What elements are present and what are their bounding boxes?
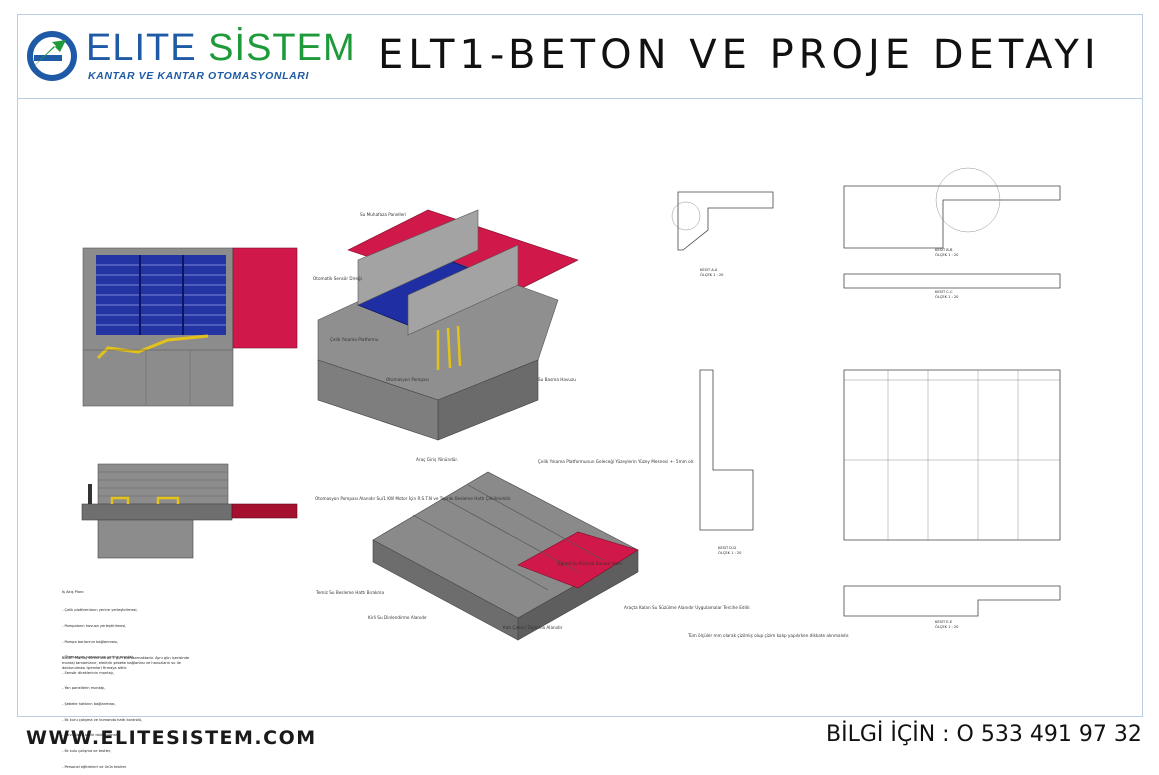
section-label-b: KESIT B-B ÖLÇEK 1 : 20 — [935, 248, 959, 258]
contact-phone: BİLGİ İÇİN : O 533 491 97 32 — [826, 722, 1142, 747]
logo-wordmark: ELITE SİSTEM — [86, 28, 356, 68]
section-label-c: KESIT C-C ÖLÇEK 1 : 20 — [935, 290, 959, 300]
plan-view-top — [82, 247, 298, 407]
isometric-view-bottom — [372, 471, 639, 641]
workflow-footnote: BİLGE: Montaj süresi olarak 1 gün planla… — [62, 656, 190, 671]
drawing-frame — [17, 14, 1143, 717]
logo-e-icon — [27, 31, 77, 81]
callout-sensor: Otomatik Sensör Direği — [313, 276, 362, 281]
callout-panels: Su Muhafaza Panelleri — [360, 212, 406, 217]
callout-drain: Kirli Su Dinlendirme Alanıdır — [368, 615, 427, 620]
callout-surface: Çelik Yıkama Platformunun Geleceği Yüzey… — [538, 459, 694, 464]
side-elevation — [81, 463, 298, 559]
callout-entry: Araç Giriş Yönündür. — [416, 457, 458, 462]
company-logo: ELITE SİSTEM KANTAR VE KANTAR OTOMASYONL… — [24, 28, 355, 84]
workflow-step: - Çelik platformların yerine yerleştiril… — [62, 608, 138, 613]
workflow-step: - Pompa borlarının bağlanması, — [62, 639, 119, 644]
page-title: ELT1-BETON VE PROJE DETAYI — [378, 32, 1101, 78]
workflow-heading: İş Akış Planı: — [62, 590, 85, 594]
section-label-e: KESIT E-E ÖLÇEK 1 : 20 — [935, 620, 959, 630]
workflow-list: - Çelik platformların yerine yerleştiril… — [62, 598, 142, 775]
workflow-step: - Personel eğitimleri ve ürün teslimi — [62, 764, 127, 769]
workflow-step: - Şebeke hattının bağlanması, — [62, 702, 116, 707]
workflow-step: - Otomasyon panosunun yerine montajı, — [62, 655, 135, 660]
callouts-top: Su Muhafaza Panelleri Otomatik Sensör Di… — [313, 212, 576, 382]
logo-word-elite: ELITE — [86, 27, 197, 69]
workflow-step: - Havuzların su ile doldurulması, — [62, 733, 120, 738]
callout-water-area: Araçta Kalan Su Süzülme Alanıdır Uygulam… — [624, 605, 751, 610]
callout-pump: Otomasyon Pompası — [386, 377, 429, 382]
technical-sections — [671, 167, 1061, 617]
callout-sludge: Katı Çamur Toplama Alanıdır — [503, 625, 563, 630]
callout-line: Temiz Su Besleme Hattı Bırakma — [315, 590, 385, 595]
workflow-step: - Sensör direklerinin montajı, — [62, 670, 114, 675]
header-divider — [17, 98, 1143, 99]
logo-word-sistem: SİSTEM — [208, 27, 356, 69]
side-panels-iso — [357, 209, 519, 336]
steel-grating-plan — [96, 255, 226, 335]
logo-subtitle: KANTAR VE KANTAR OTOMASYONLARI — [88, 70, 309, 82]
callouts-bottom: Araç Giriş Yönündür. Çelik Yıkama Platfo… — [315, 457, 751, 630]
isometric-view-top — [317, 209, 579, 441]
plan-note: Tüm ölçüler mm olarak çizilmiş olup çizi… — [687, 633, 849, 638]
callout-exit-ramp: Eğimli Su Pürüzlü Rampa Alanı — [558, 561, 622, 566]
website-link[interactable]: WWW.ELITESISTEM.COM — [26, 727, 317, 749]
workflow-step: - İlk kuru çalışma ve kumanda hattı kont… — [62, 717, 143, 722]
callout-pool: Su Basma Havuzu — [538, 377, 576, 382]
workflow-step: - Yan panellerin montajı, — [62, 686, 106, 691]
callout-pump-area: Otomasyon Pompası Alanıdır Su/1 KW Motor… — [315, 496, 511, 501]
section-label-a: KESIT A-A ÖLÇEK 1 : 20 — [700, 268, 724, 278]
workflow-step: - İlk sulu çalışma ve testler, — [62, 748, 112, 753]
drawing-sheet: Su Muhafaza Panelleri Otomatik Sensör Di… — [81, 167, 1061, 641]
callout-platform: Çelik Yıkama Platformu — [330, 337, 379, 342]
workflow-step: - Pompaların havuza yerleştirilmesi, — [62, 624, 127, 629]
section-label-d: KESIT D-D ÖLÇEK 1 : 20 — [718, 546, 742, 556]
